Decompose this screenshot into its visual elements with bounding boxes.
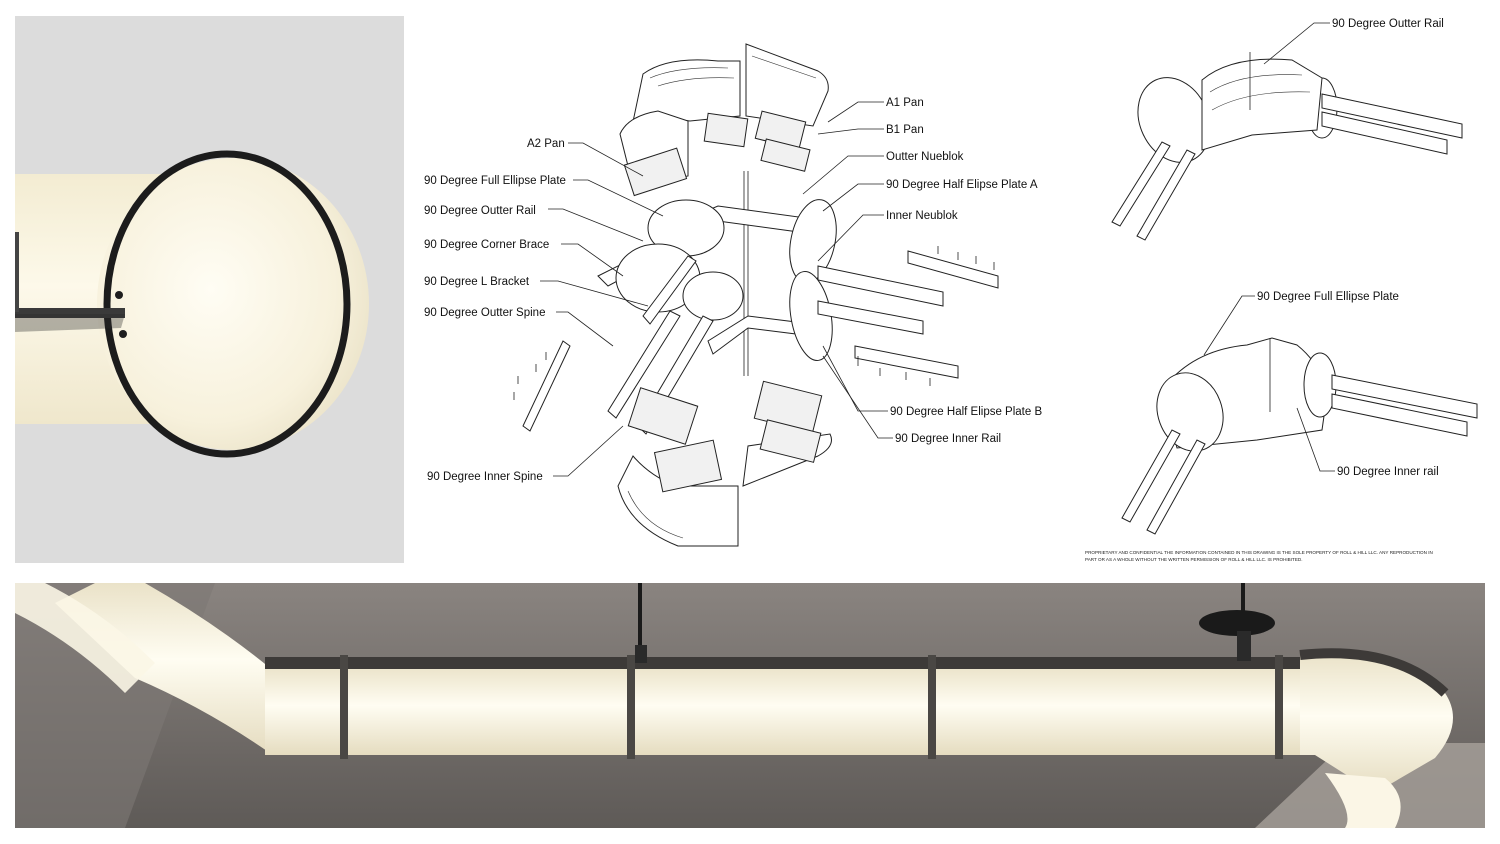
corner-tube-right [1300, 653, 1453, 793]
assembled-views-svg: 90 Degree Outter Rail 90 Degree Full Ell… [1085, 18, 1478, 562]
label-l-bracket: 90 Degree L Bracket [424, 276, 530, 288]
exploded-view-svg: A1 Pan B1 Pan A2 Pan Outter Nueblok 90 D… [424, 43, 1042, 547]
label-a2-pan: A2 Pan [527, 138, 565, 150]
label-half-ellipse-plate-b: 90 Degree Half Elipse Plate B [890, 406, 1042, 418]
label-outter-rail: 90 Degree Outter Rail [424, 205, 536, 217]
joint-ring [1275, 655, 1283, 759]
screw [119, 330, 127, 338]
joint-ring [928, 655, 936, 759]
photo-end-cap [15, 16, 404, 563]
screw [115, 291, 123, 299]
label-outter-nueblok: Outter Nueblok [886, 151, 964, 163]
label-half-ellipse-plate-a: 90 Degree Half Elipse Plate A [886, 179, 1038, 191]
label-outter-spine: 90 Degree Outter Spine [424, 307, 545, 319]
label-full-ellipse-plate: 90 Degree Full Ellipse Plate [424, 175, 566, 187]
joint-ring [340, 655, 348, 759]
assembled-label-outter-rail: 90 Degree Outter Rail [1332, 18, 1444, 30]
installed-fixture-illustration [15, 583, 1485, 828]
clamp-ring [103, 150, 351, 458]
dome-cap [97, 158, 369, 450]
exploded-view-drawing: A1 Pan B1 Pan A2 Pan Outter Nueblok 90 D… [418, 16, 1080, 566]
disclaimer-line-2: PART OR AS A WHOLE WITHOUT THE WRITTEN P… [1085, 557, 1302, 562]
photo-installed-fixture [15, 583, 1485, 828]
assembled-views-drawing: 90 Degree Outter Rail 90 Degree Full Ell… [1082, 0, 1485, 570]
assembled-label-full-ellipse-plate: 90 Degree Full Ellipse Plate [1257, 291, 1399, 303]
disclaimer-line-1: PROPRIETARY AND CONFIDENTIAL THE INFORMA… [1085, 550, 1433, 555]
label-b1-pan: B1 Pan [886, 124, 924, 136]
ceiling-canopy [1199, 610, 1275, 636]
label-inner-rail: 90 Degree Inner Rail [895, 433, 1001, 445]
joint-ring [627, 655, 635, 759]
label-corner-brace: 90 Degree Corner Brace [424, 239, 549, 251]
label-inner-neublok: Inner Neublok [886, 210, 958, 222]
straight-tube [265, 665, 1305, 755]
spine-bar [15, 308, 125, 318]
label-inner-spine: 90 Degree Inner Spine [427, 471, 543, 483]
label-a1-pan: A1 Pan [886, 97, 924, 109]
assembled-label-inner-rail: 90 Degree Inner rail [1337, 466, 1439, 478]
end-cap-illustration [15, 16, 404, 563]
